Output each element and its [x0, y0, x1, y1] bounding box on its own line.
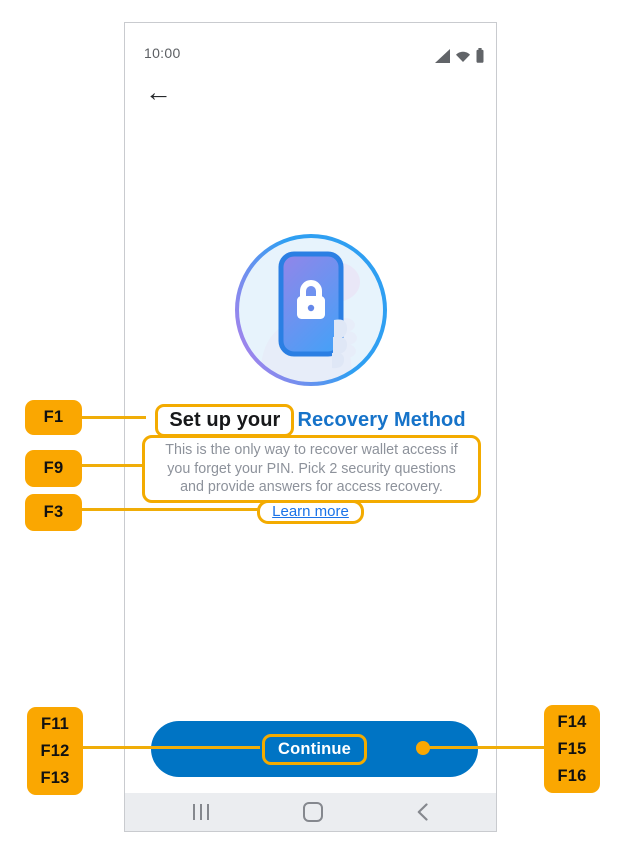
title-rest: Recovery Method — [297, 409, 466, 431]
wifi-icon — [455, 49, 471, 68]
annotation-line-f9 — [82, 464, 142, 467]
page-title: Set up your Recovery Method — [125, 404, 496, 437]
annotation-box-continue: Continue — [261, 733, 368, 765]
description-text: This is the only way to recover wallet a… — [142, 435, 481, 503]
annotation-label-f14-f16: F14 F15 F16 — [544, 705, 600, 793]
back-arrow-button[interactable]: ← — [145, 77, 172, 107]
home-icon[interactable] — [303, 802, 323, 822]
annotation-label-text: F14 — [557, 712, 587, 731]
learn-more-row: Learn more — [125, 500, 496, 524]
annotation-box-learn-more: Learn more — [257, 500, 364, 524]
recent-apps-icon[interactable] — [193, 804, 209, 820]
phone-screen: 10:00 ← — [124, 22, 497, 832]
annotation-label-text: F16 — [557, 766, 587, 785]
learn-more-link[interactable]: Learn more — [272, 503, 349, 520]
annotation-line-f14-f16 — [423, 746, 544, 749]
description-line: and provide answers for access recovery. — [180, 479, 443, 495]
annotation-label-text: F12 — [40, 741, 70, 760]
phone-lock-illustration — [233, 232, 389, 388]
annotation-label-text: F1 — [43, 408, 64, 426]
description-line: This is the only way to recover wallet a… — [165, 442, 458, 458]
signal-icon — [435, 49, 450, 68]
annotation-label-text: F11 — [40, 714, 70, 733]
battery-icon — [476, 48, 484, 68]
annotation-line-f11-f13 — [83, 746, 260, 749]
annotation-label-text: F13 — [40, 768, 70, 787]
annotation-line-f1 — [82, 416, 146, 419]
annotation-line-f3 — [82, 508, 260, 511]
description-line: you forget your PIN. Pick 2 security que… — [167, 460, 456, 477]
annotation-label-f3: F3 — [25, 494, 82, 531]
android-nav-bar — [125, 793, 496, 831]
continue-button-label: Continue — [277, 739, 352, 758]
annotation-label-f1: F1 — [25, 400, 82, 435]
status-time: 10:00 — [144, 45, 181, 61]
title-highlight: Set up your — [169, 409, 281, 431]
continue-button[interactable]: Continue — [151, 721, 478, 777]
status-icons — [435, 48, 484, 68]
annotation-label-text: F15 — [557, 739, 587, 758]
annotation-label-f11-f13: F11 F12 F13 — [27, 707, 83, 795]
annotation-label-text: F3 — [43, 503, 64, 521]
lock-icon — [296, 280, 325, 319]
annotation-label-text: F9 — [43, 459, 64, 477]
annotation-dot — [416, 741, 430, 755]
annotation-label-f9: F9 — [25, 450, 82, 487]
annotation-box-title: Set up your — [155, 404, 295, 437]
back-nav-icon[interactable] — [417, 803, 428, 821]
